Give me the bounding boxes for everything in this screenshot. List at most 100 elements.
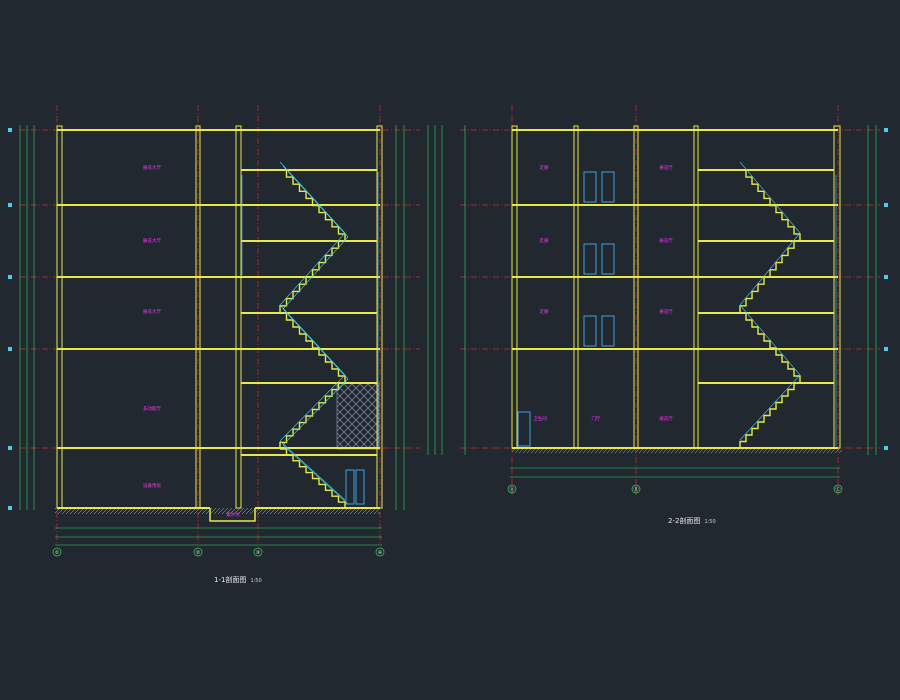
right-ground-label-2: 展览厅 (659, 415, 673, 422)
left-handrail-4 (279, 440, 346, 501)
left-axis-bubble-3-circle (375, 547, 385, 557)
right-door-2 (583, 243, 597, 275)
left-basement-label: 集水坑 (226, 511, 240, 518)
left-level-marker-5 (8, 506, 12, 510)
right-ground-band (512, 448, 842, 453)
right-axis-bubble-2: Ⓒ (835, 486, 840, 493)
left-room-label-4: 设备用房 (143, 482, 161, 489)
right-ground-label-1: 门厅 (592, 415, 601, 422)
right-column-0 (511, 125, 518, 449)
left-stair-handrails (8, 128, 379, 510)
right-dimension-lines (427, 125, 877, 478)
right-stair-flight-1 (739, 240, 800, 313)
right-door-ground (517, 411, 531, 447)
left-stair-flight-3 (279, 382, 345, 449)
left-column-1 (195, 125, 201, 509)
right-corridor-label-0: 走廊 (540, 164, 549, 171)
left-handrail-inner-1 (282, 236, 349, 310)
left-title-scale: 1:50 (250, 578, 262, 584)
right-title-text: 2-2剖面图 (668, 517, 701, 525)
right-corridor-label-2: 走廊 (540, 308, 549, 315)
left-title-text: 1-1剖面图 (214, 576, 247, 584)
right-handrail-0 (739, 161, 801, 234)
right-axis-bubble-0: Ⓐ (509, 486, 514, 493)
right-stair-flights (739, 169, 801, 448)
right-doors (517, 171, 615, 447)
right-ground-label-0: 卫生间 (533, 415, 547, 422)
left-handrail-inner-0 (282, 165, 349, 238)
left-axis-bubble-2: ③ (256, 550, 260, 556)
right-column-2 (633, 125, 639, 449)
left-dimension-lines (19, 125, 405, 546)
left-handrail-inner-4 (282, 444, 349, 505)
right-column-1 (573, 125, 579, 449)
left-handrail-3 (279, 374, 346, 442)
right-stair-flight-0 (740, 169, 801, 241)
right-axis-bubble-1-circle (631, 484, 641, 494)
left-level-marker-1 (8, 203, 12, 207)
right-door-3 (601, 243, 615, 275)
right-level-marker-0 (884, 128, 888, 132)
right-stair-flight-3 (739, 382, 800, 448)
left-axis-bubble-3: ④ (378, 550, 383, 556)
left-room-label-0: 展览大厅 (143, 164, 161, 171)
right-corridor-label-1: 走廊 (540, 237, 549, 244)
axis-bubbles: ① ② ③ ④ Ⓐ Ⓑ Ⓒ (52, 484, 843, 557)
right-axis-bubble-2-circle (833, 484, 843, 494)
left-handrail-inner-3 (282, 378, 349, 446)
right-handrail-2 (739, 304, 801, 376)
right-level-marker-2 (884, 275, 888, 279)
left-ground-band (55, 508, 380, 514)
right-room-label-0: 展览厅 (659, 164, 673, 171)
left-axis-bubble-1-circle (193, 547, 203, 557)
right-door-0 (583, 171, 597, 203)
left-room-label-2: 展览大厅 (143, 308, 161, 315)
right-handrail-3 (739, 374, 801, 441)
left-section-drawing (8, 105, 420, 546)
right-axis-bubble-0-circle (507, 484, 517, 494)
left-column-0 (56, 125, 63, 509)
right-column-3 (693, 125, 699, 449)
right-title-scale: 1:50 (704, 519, 716, 525)
left-level-marker-2 (8, 275, 12, 279)
left-axis-bubble-1: ② (196, 550, 201, 556)
left-stair-flights (279, 169, 346, 508)
room-labels: 展览大厅展览大厅展览大厅多功能厅设备用房集水坑走廊走廊走廊展览厅展览厅展览厅卫生… (143, 164, 673, 518)
left-structure (56, 125, 383, 509)
right-stair-flight-2 (740, 312, 801, 383)
left-axis-bubble-0-circle (52, 547, 62, 557)
left-handrail-inner-2 (282, 308, 349, 380)
left-room-label-1: 展览大厅 (143, 237, 161, 244)
left-column-3 (376, 125, 383, 509)
right-room-label-2: 展览厅 (659, 308, 673, 315)
right-door-5 (601, 315, 615, 347)
right-structure (511, 125, 841, 449)
left-level-marker-3 (8, 347, 12, 351)
right-room-label-1: 展览厅 (659, 237, 673, 244)
left-axis-bubble-0: ① (55, 550, 60, 556)
hatched-fill-area (336, 382, 380, 450)
right-door-1 (601, 171, 615, 203)
left-axis-bubble-2-circle (253, 547, 263, 557)
left-column-2 (235, 125, 242, 509)
right-column-4 (833, 125, 841, 449)
left-handrail-2 (279, 304, 346, 376)
left-door (345, 469, 365, 505)
left-room-label-3: 多功能厅 (143, 405, 161, 412)
right-level-marker-4 (884, 446, 888, 450)
left-stair-flight-2 (280, 312, 346, 383)
right-section-drawing (427, 105, 888, 495)
left-stair-flight-1 (279, 240, 345, 313)
right-door-4 (583, 315, 597, 347)
left-stair-flight-4 (280, 448, 346, 508)
right-axis-bubble-1: Ⓑ (633, 486, 638, 493)
right-level-marker-1 (884, 203, 888, 207)
left-level-marker-0 (8, 128, 12, 132)
right-handrail-1 (739, 232, 801, 306)
left-stair-flight-0 (280, 169, 346, 241)
basement-pit (209, 508, 256, 522)
right-level-marker-3 (884, 347, 888, 351)
